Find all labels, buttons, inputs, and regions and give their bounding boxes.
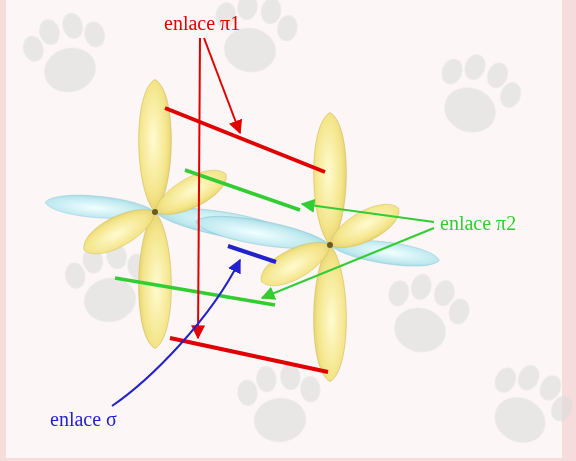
bond-label: enlace σ — [50, 408, 117, 430]
leader-line — [302, 204, 434, 222]
leader-line — [204, 38, 240, 133]
bond-bars — [115, 108, 328, 372]
leader-line — [198, 38, 200, 338]
sp-orbitals — [44, 192, 441, 271]
paw-watermarks — [17, 0, 576, 458]
p-orbitals — [77, 79, 406, 381]
nuclei — [152, 209, 333, 248]
bond-label: enlace π2 — [440, 212, 516, 234]
sigma-bar — [228, 246, 276, 262]
pi1-bar — [170, 338, 328, 372]
pi2-bar — [115, 278, 275, 305]
pi2-bar — [185, 170, 300, 210]
bond-label: enlace π1 — [164, 12, 240, 34]
panel — [6, 0, 562, 458]
leader-line — [112, 260, 240, 406]
pi1-bar — [165, 108, 325, 172]
leader-lines — [112, 38, 434, 406]
leader-line — [262, 228, 434, 298]
